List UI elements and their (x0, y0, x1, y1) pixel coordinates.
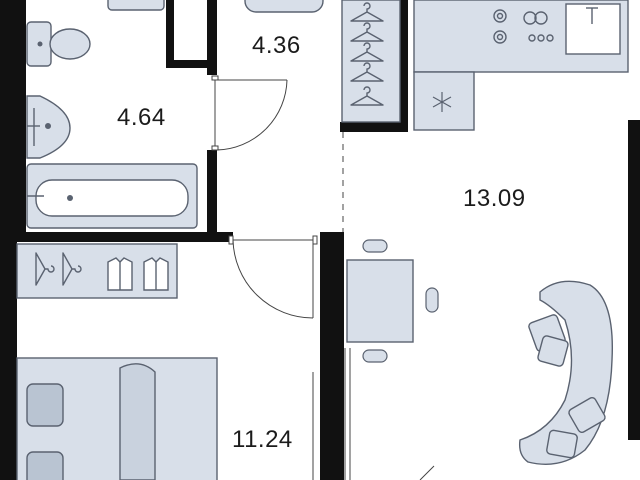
toilet (26, 21, 91, 67)
bedroom-wardrobe (16, 243, 178, 299)
chair (362, 349, 388, 363)
closet-wall-right (400, 0, 408, 132)
outer-wall-right (628, 120, 640, 440)
hallway-wardrobe (341, 0, 401, 123)
bed (16, 357, 218, 480)
bathroom-door (211, 75, 288, 151)
outer-wall-left (0, 0, 17, 480)
area-label-bathroom: 4.64 (117, 104, 166, 131)
window-lines (312, 348, 435, 480)
closet-wall-bottom (340, 122, 408, 132)
stove (493, 9, 554, 44)
bathtub (26, 163, 198, 229)
sofa (518, 280, 614, 465)
chair (425, 287, 439, 313)
hallway-fixture (244, 0, 324, 13)
area-label-hallway: 4.36 (252, 32, 301, 59)
doors (211, 75, 344, 319)
hall-wall-right (207, 0, 217, 75)
shirt-icon (107, 257, 133, 291)
hall-wall-right-lower (207, 150, 217, 232)
kitchen (413, 0, 629, 131)
snowflake-icon (432, 92, 452, 112)
partition-wall (320, 232, 344, 480)
bath-wall-bottom (17, 232, 233, 242)
bathroom-fixtures (26, 0, 198, 229)
bedroom-door (228, 235, 318, 319)
kitchen-sink (565, 3, 621, 55)
area-label-bedroom: 11.24 (232, 426, 293, 453)
niche-bottom (166, 60, 217, 68)
dining-table (346, 259, 414, 343)
niche-left (166, 0, 174, 68)
dining-set (346, 239, 439, 363)
area-label-kitchen-living: 13.09 (463, 185, 526, 212)
bath-wall-left (17, 0, 26, 232)
chair (362, 239, 388, 253)
shirt-icon (143, 257, 169, 291)
sink (26, 95, 71, 159)
washer (107, 0, 165, 11)
